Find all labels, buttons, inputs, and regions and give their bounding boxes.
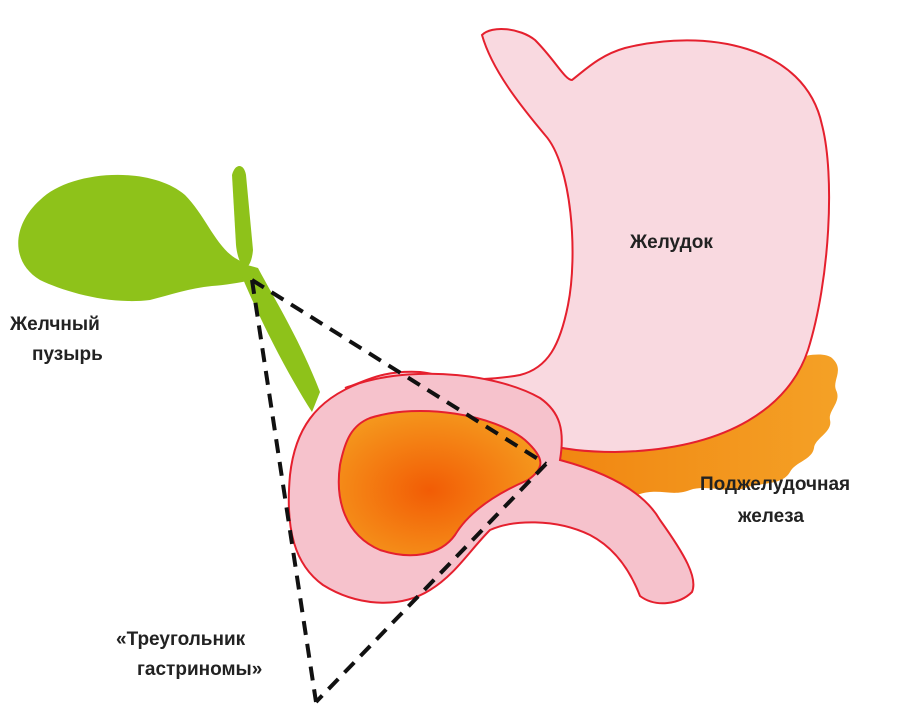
duodenum-inner-shape xyxy=(339,411,541,555)
bile-duct-shape xyxy=(232,166,253,268)
gallbladder-label-line1: Желчный xyxy=(9,314,100,335)
triangle-label-line2: гастриномы» xyxy=(137,659,262,680)
gallbladder-label-line2: пузырь xyxy=(32,344,103,365)
pancreas-label-line1: Поджелудочная xyxy=(700,474,850,495)
pancreas-label-line2: железа xyxy=(737,506,804,527)
gallbladder-shape xyxy=(18,175,252,301)
common-bile-duct-shape xyxy=(236,262,320,412)
triangle-label-line1: «Треугольник xyxy=(116,629,246,650)
stomach-label: Желудок xyxy=(629,232,713,253)
